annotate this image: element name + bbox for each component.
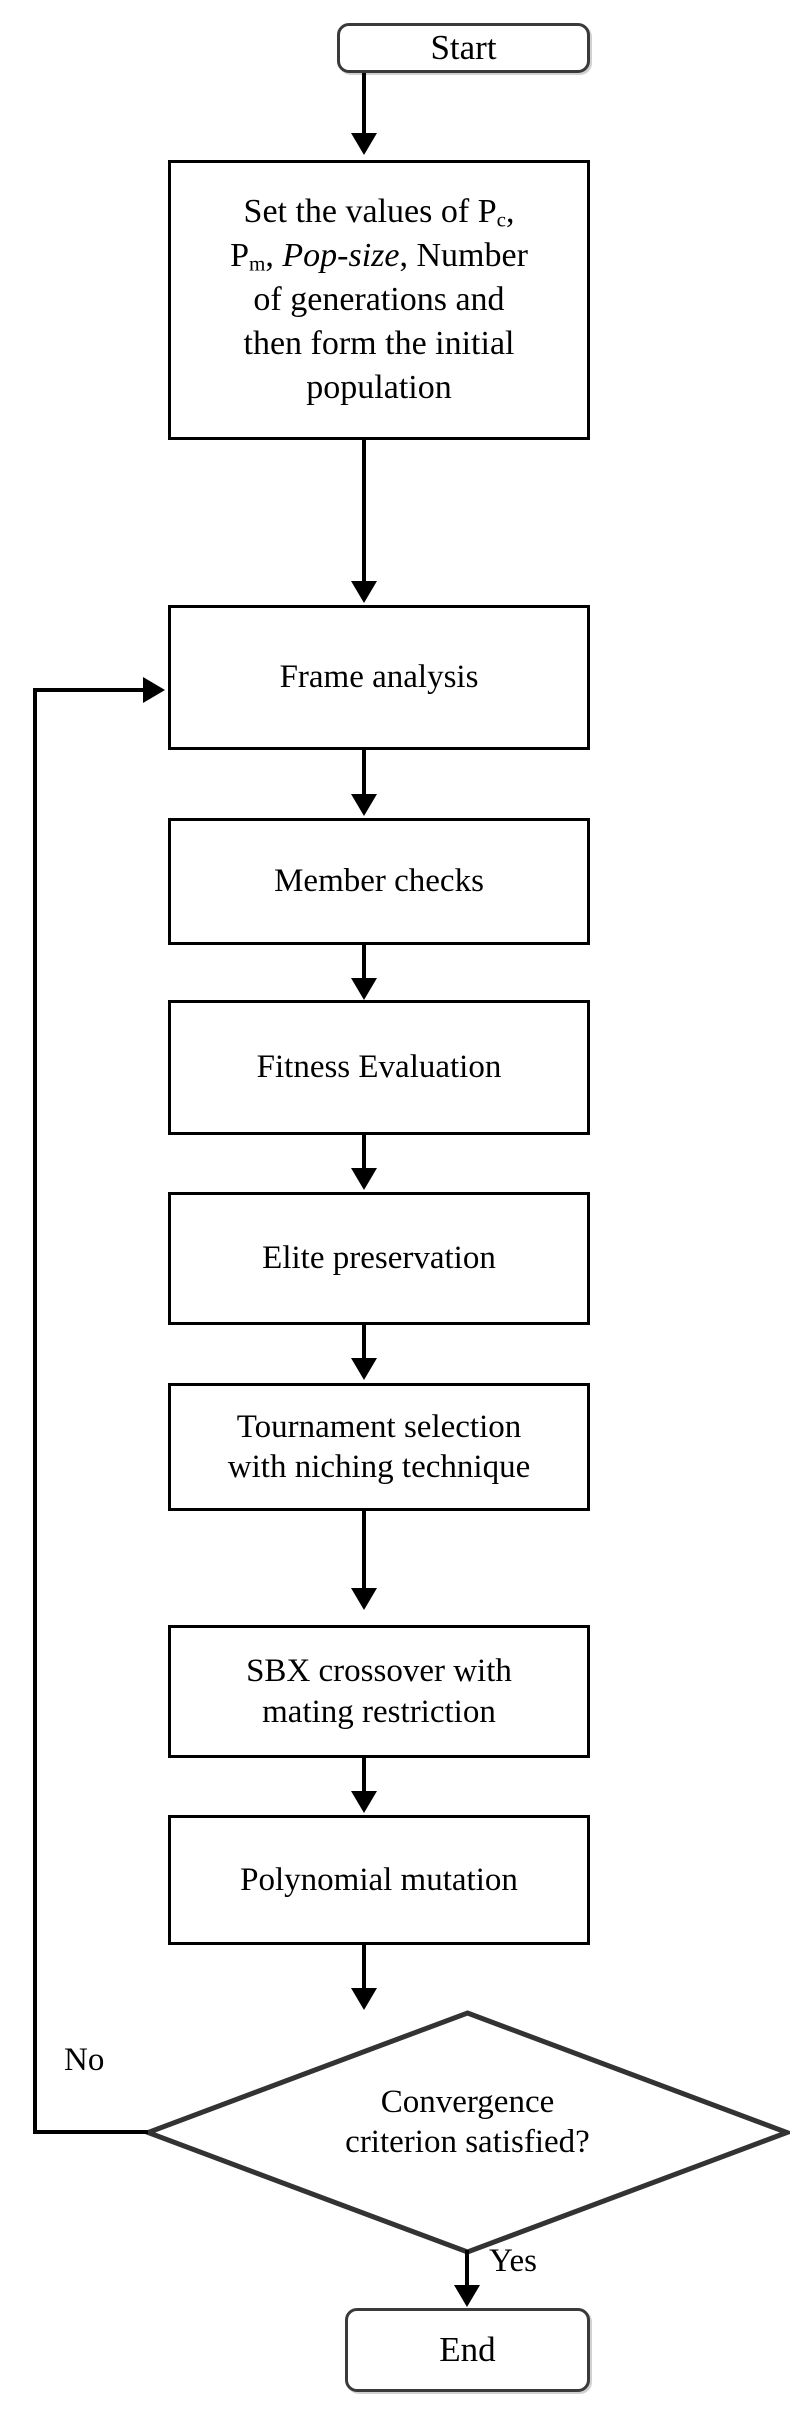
node-sbx-crossover-line2: mating restriction [262,1693,496,1730]
connector-frame-analysis-to-member-checks [362,750,366,796]
node-initialize-line2: Pm, Pop-size, Number [230,236,528,276]
node-initialize-line4: then form the initial [243,325,515,363]
node-tournament-selection-line1: Tournament selection [236,1408,522,1445]
connector-start-to-initialize [362,73,366,135]
connector-polynomial-mutation-to-decision [362,1945,366,1990]
node-initialize[interactable]: Set the values of Pc, Pm, Pop-size, Numb… [168,160,590,440]
connector-tournament-selection-to-sbx-crossover [362,1511,366,1591]
arrowhead-initialize-to-frame-analysis [351,581,377,603]
arrowhead-frame-analysis-to-member-checks [351,794,377,816]
connector-no-vertical-left [33,688,37,2134]
arrowhead-sbx-crossover-to-polynomial-mutation [351,1791,377,1813]
arrowhead-polynomial-mutation-to-decision [351,1988,377,2010]
node-convergence-decision[interactable]: Convergence criterion satisfied? [145,2010,790,2255]
connector-no-horizontal-bottom [33,2130,148,2134]
node-member-checks-label: Member checks [274,863,484,900]
node-end-label: End [439,2329,496,2369]
node-end[interactable]: End [345,2308,590,2392]
arrowhead-no-into-frame-analysis [143,677,165,703]
arrowhead-start-to-initialize [351,133,377,155]
node-tournament-selection-line2: with niching technique [227,1449,531,1485]
edge-label-no: No [64,2042,105,2078]
node-start-label: Start [430,27,497,67]
node-convergence-decision-text: Convergence criterion satisfied? [145,2082,790,2163]
arrowhead-tournament-selection-to-sbx-crossover [351,1588,377,1610]
node-start[interactable]: Start [337,23,590,73]
node-sbx-crossover[interactable]: SBX crossover with mating restriction [168,1625,590,1758]
node-sbx-crossover-text: SBX crossover with mating restriction [179,1651,579,1732]
arrowhead-yes-to-end [454,2285,480,2307]
node-tournament-selection[interactable]: Tournament selection with niching techni… [168,1383,590,1511]
connector-no-horizontal-top [33,688,145,692]
connector-sbx-crossover-to-polynomial-mutation [362,1758,366,1794]
node-initialize-line3: of generations and [253,280,505,318]
edge-label-yes: Yes [489,2243,538,2279]
node-polynomial-mutation-label: Polynomial mutation [240,1861,518,1898]
node-polynomial-mutation[interactable]: Polynomial mutation [168,1815,590,1945]
connector-initialize-to-frame-analysis [362,440,366,583]
node-elite-preservation[interactable]: Elite preservation [168,1192,590,1325]
node-elite-preservation-label: Elite preservation [262,1240,496,1277]
node-member-checks[interactable]: Member checks [168,818,590,945]
connector-yes-to-end [465,2250,469,2302]
arrowhead-elite-preservation-to-tournament-selection [351,1358,377,1380]
node-convergence-decision-line1: Convergence [380,2084,555,2120]
node-initialize-line5: population [306,369,452,407]
node-fitness-evaluation[interactable]: Fitness Evaluation [168,1000,590,1135]
node-fitness-evaluation-label: Fitness Evaluation [256,1049,502,1086]
node-sbx-crossover-line1: SBX crossover with [246,1653,512,1690]
node-frame-analysis-label: Frame analysis [279,659,479,696]
node-tournament-selection-text: Tournament selection with niching techni… [179,1407,579,1488]
node-frame-analysis[interactable]: Frame analysis [168,605,590,750]
connector-fitness-evaluation-to-elite-preservation [362,1135,366,1171]
connector-member-checks-to-fitness-evaluation [362,945,366,981]
connector-elite-preservation-to-tournament-selection [362,1325,366,1361]
arrowhead-fitness-evaluation-to-elite-preservation [351,1168,377,1190]
node-initialize-line1: Set the values of Pc, [243,192,515,232]
node-initialize-text: Set the values of Pc, Pm, Pop-size, Numb… [179,190,579,411]
node-convergence-decision-line2: criterion satisfied? [345,2124,590,2161]
arrowhead-member-checks-to-fitness-evaluation [351,978,377,1000]
